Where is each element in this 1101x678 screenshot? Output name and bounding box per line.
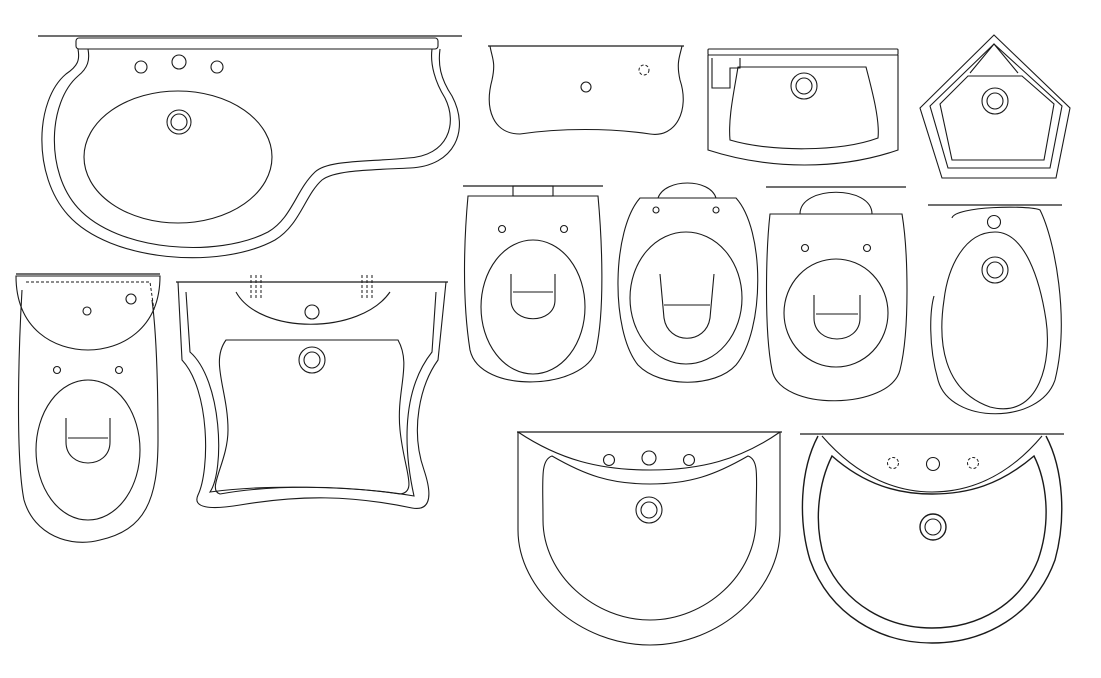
tank-cap: [657, 182, 717, 199]
drain-hole: [580, 81, 592, 93]
tank-top: [512, 185, 554, 197]
basin-bowl: [83, 90, 273, 224]
vanity-basin-fixture: [38, 35, 462, 259]
seat: [35, 379, 141, 521]
tap-hole-left: [134, 60, 148, 74]
flush-button: [82, 306, 92, 316]
drain-outer: [981, 256, 1009, 284]
basin-outer: [707, 55, 899, 166]
toilet-body: [463, 195, 603, 383]
basin-inner-rim: [53, 48, 451, 249]
basin-outer-rim: [41, 48, 460, 259]
corner-bowl: [939, 75, 1055, 161]
tap-hole: [304, 304, 320, 320]
toilet-c-fixture: [765, 186, 908, 402]
basin-bowl: [817, 454, 1047, 629]
bowl-opening: [510, 274, 556, 320]
toilet-d-fixture: [15, 273, 161, 543]
drain-inner: [795, 77, 813, 95]
drain-inner: [986, 92, 1004, 110]
tap-hole-right: [967, 457, 979, 469]
round-basin-b-fixture: [800, 433, 1064, 644]
tap-hole-center: [925, 456, 941, 472]
corner-basin-fixture: [919, 34, 1071, 179]
toilet-body: [617, 197, 759, 383]
toilet-body: [17, 289, 159, 543]
corner-outer: [919, 34, 1071, 179]
bidet-bowl: [941, 231, 1048, 410]
drain-outer: [298, 346, 326, 374]
basin-outer: [801, 435, 1063, 644]
drain-outer: [981, 87, 1009, 115]
seat-hinge-right: [559, 224, 569, 234]
basin-bowl: [542, 455, 758, 621]
cistern: [15, 275, 161, 351]
seat: [629, 231, 743, 365]
bowl-opening: [65, 418, 111, 464]
tap-hole-left: [602, 453, 616, 467]
cistern-hidden-edge: [26, 281, 155, 311]
overflow-hole: [638, 64, 650, 76]
seat-hinge-left: [52, 365, 62, 375]
pedestal-basin-fixture: [176, 275, 448, 510]
backsplash: [707, 48, 899, 56]
tap-hole: [986, 214, 1002, 230]
back-ledge: [235, 291, 391, 325]
basin-outline: [488, 45, 684, 135]
pipe-right-dashed: [361, 275, 373, 300]
drain-outer: [790, 72, 818, 100]
basin-bowl: [729, 66, 879, 150]
drain-outer: [635, 496, 663, 524]
drain-outer: [919, 513, 947, 541]
corner-inner: [929, 43, 1063, 169]
bowl-opening: [813, 295, 861, 340]
tap-hole-right: [210, 60, 224, 74]
pipe-left-dashed: [250, 275, 262, 300]
rect-basin-fixture: [707, 48, 899, 166]
curved-basin-fixture: [488, 45, 684, 135]
round-basin-a-fixture: [517, 431, 782, 646]
drain-inner: [924, 518, 942, 536]
drain-inner: [303, 351, 321, 369]
soap-ledge: [711, 58, 741, 89]
corner-back: [969, 43, 1019, 74]
drain-inner: [170, 113, 188, 131]
bidet-outer: [930, 206, 1062, 415]
drain-inner: [640, 501, 658, 519]
toilet-b-fixture: [617, 182, 759, 383]
tank-cap: [799, 191, 873, 215]
back-rim: [821, 435, 1043, 493]
tap-hole-center: [171, 54, 187, 70]
toilet-a-fixture: [463, 185, 603, 383]
seat-hinge-right: [114, 365, 124, 375]
seat-hinge-right: [712, 206, 720, 214]
drain-inner: [986, 261, 1004, 279]
seat: [480, 239, 586, 375]
seat-hinge-right: [862, 243, 872, 253]
basin-outer: [517, 432, 781, 646]
bidet-fixture: [928, 204, 1062, 415]
back-rim: [517, 431, 781, 471]
tap-hole-center: [641, 450, 657, 466]
backsplash: [75, 37, 439, 50]
basin-outer: [177, 281, 447, 510]
tank-hole: [125, 293, 137, 305]
tap-hole-left: [887, 457, 899, 469]
tap-hole-right: [682, 453, 696, 467]
bowl-opening: [659, 273, 715, 339]
seat-hinge-left: [497, 224, 507, 234]
basin-bowl: [214, 339, 410, 495]
seat-hinge-left: [652, 206, 660, 214]
toilet-body: [765, 213, 908, 402]
seat: [783, 258, 889, 368]
seat-hinge-left: [800, 243, 810, 253]
drain-outer: [166, 109, 192, 135]
